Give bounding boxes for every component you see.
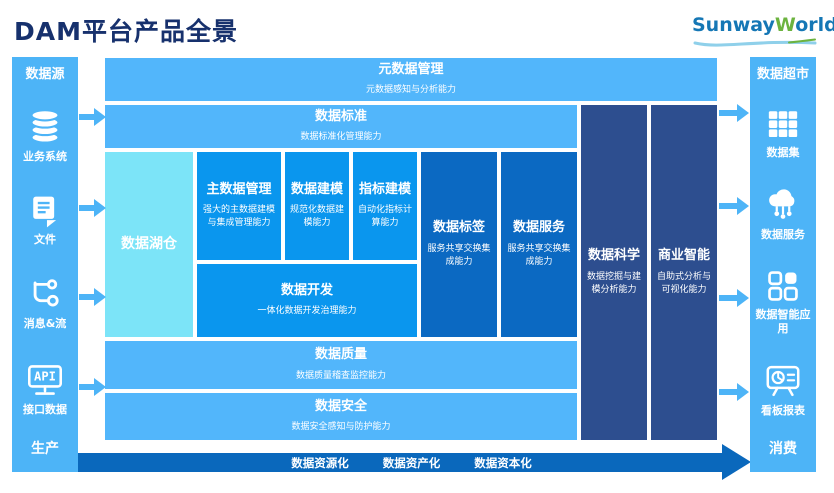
producer-label: 生产 (31, 441, 59, 457)
market-label: 数据服务 (761, 228, 805, 242)
dataset-grid-icon (768, 111, 798, 137)
block-subtitle: 规范化数据建模能力 (289, 205, 344, 229)
block-title: 数据建模 (290, 181, 343, 197)
connector-arrow-icon (79, 108, 106, 126)
block-title: 数据服务 (512, 220, 565, 236)
market-item-datasets: 数据集 (764, 107, 803, 160)
block-title: 数据标签 (432, 220, 485, 236)
connector-arrow-icon (719, 104, 749, 122)
source-item-files: 文件 (28, 194, 62, 247)
value-flow-arrow: 数据资源化 数据资产化 数据资本化 (77, 453, 722, 472)
block-metadata-management: 元数据管理 元数据感知与分析能力 (105, 58, 717, 101)
block-subtitle: 数据标准化管理能力 (300, 132, 382, 143)
market-label: 数据智能应用 (755, 308, 811, 336)
market-item-dashboard-reports: 看板报表 (758, 363, 808, 418)
block-subtitle: 数据质量稽查监控能力 (295, 370, 386, 381)
stream-icon (33, 279, 59, 307)
block-subtitle: 服务共享交换集成能力 (507, 243, 571, 267)
block-data-quality: 数据质量 数据质量稽查监控能力 (105, 341, 577, 389)
block-title: 指标建模 (358, 181, 411, 197)
block-business-intelligence: 商业智能 自助式分析与可视化能力 (651, 105, 717, 440)
source-label: 接口数据 (23, 402, 67, 416)
block-data-science: 数据科学 数据挖掘与建模分析能力 (581, 105, 647, 440)
block-subtitle: 元数据感知与分析能力 (365, 85, 456, 96)
api-monitor-icon: API (28, 364, 62, 395)
flow-label-capital: 数据资本化 (474, 455, 532, 470)
source-label: 消息&流 (23, 317, 67, 330)
logo-swoosh-icon (693, 38, 817, 47)
connector-arrow-icon (719, 197, 749, 215)
source-item-api-data: API 接口数据 (20, 362, 70, 417)
source-item-messages-streams: 消息&流 (21, 278, 70, 331)
block-title: 商业智能 (657, 248, 710, 264)
data-supermarket-items: 数据集 数据服务 数据智能应用 (750, 89, 816, 438)
market-label: 看板报表 (761, 404, 805, 418)
sidebar-data-sources: 数据源 业务系统 文件 (12, 57, 78, 472)
database-icon (30, 108, 60, 144)
block-subtitle: 强大的主数据建模与集成管理能力 (202, 205, 275, 229)
source-label: 业务系统 (23, 149, 67, 163)
market-item-data-services: 数据服务 (758, 187, 808, 242)
page-title: DAM平台产品全景 (14, 17, 238, 46)
block-data-security: 数据安全 数据安全感知与防护能力 (105, 393, 577, 440)
connector-arrow-icon (79, 199, 106, 217)
block-title: 元数据管理 (378, 61, 444, 77)
consumer-label: 消费 (769, 441, 797, 457)
source-item-business-systems: 业务系统 (20, 108, 70, 164)
block-title: 数据湖仓 (121, 236, 177, 253)
block-title: 数据标准 (314, 108, 367, 124)
block-subtitle: 数据安全感知与防护能力 (291, 422, 391, 433)
logo-text: SunwayWorld (692, 14, 834, 36)
block-subtitle: 自动化指标计算能力 (357, 205, 412, 229)
sidebar-data-supermarket: 数据超市 数据集 (750, 57, 816, 472)
dashboard-report-icon (766, 366, 800, 397)
connector-arrow-icon (79, 288, 106, 306)
value-flow-arrowhead-icon (722, 444, 751, 480)
block-data-tags: 数据标签 服务共享交换集成能力 (421, 152, 497, 337)
block-title: 数据安全 (314, 398, 367, 414)
block-subtitle: 数据挖掘与建模分析能力 (586, 271, 641, 295)
svg-text:API: API (34, 369, 56, 383)
block-title: 数据开发 (280, 282, 333, 298)
source-label: 文件 (34, 233, 56, 247)
block-master-data-management: 主数据管理 强大的主数据建模与集成管理能力 (197, 152, 281, 260)
connector-arrow-icon (79, 378, 106, 396)
block-metric-modeling: 指标建模 自动化指标计算能力 (353, 152, 417, 260)
block-data-lakehouse: 数据湖仓 (105, 152, 193, 337)
block-subtitle: 一体化数据开发治理能力 (257, 306, 357, 317)
sunwayworld-logo: SunwayWorld (692, 14, 834, 54)
block-title: 主数据管理 (206, 181, 272, 197)
flow-label-resource: 数据资源化 (291, 455, 349, 470)
data-sources-items: 业务系统 文件 消息&流 (12, 89, 78, 438)
data-supermarket-header: 数据超市 (756, 67, 809, 82)
block-subtitle: 自助式分析与可视化能力 (656, 271, 711, 295)
data-sources-header: 数据源 (25, 67, 65, 82)
connector-arrow-icon (719, 289, 749, 307)
apps-icon (768, 271, 798, 302)
connector-arrow-icon (719, 383, 749, 401)
block-data-development: 数据开发 一体化数据开发治理能力 (197, 264, 417, 337)
cloud-service-icon (769, 189, 795, 219)
block-data-standards: 数据标准 数据标准化管理能力 (105, 105, 577, 148)
block-data-modeling: 数据建模 规范化数据建模能力 (285, 152, 349, 260)
market-item-data-intelligent-apps: 数据智能应用 (750, 269, 816, 336)
block-title: 数据质量 (314, 347, 367, 363)
block-title: 数据科学 (587, 248, 640, 264)
market-label: 数据集 (766, 145, 800, 159)
file-icon (33, 196, 57, 228)
block-subtitle: 服务共享交换集成能力 (427, 243, 491, 267)
flow-label-asset: 数据资产化 (382, 455, 441, 470)
block-data-services: 数据服务 服务共享交换集成能力 (501, 152, 577, 337)
